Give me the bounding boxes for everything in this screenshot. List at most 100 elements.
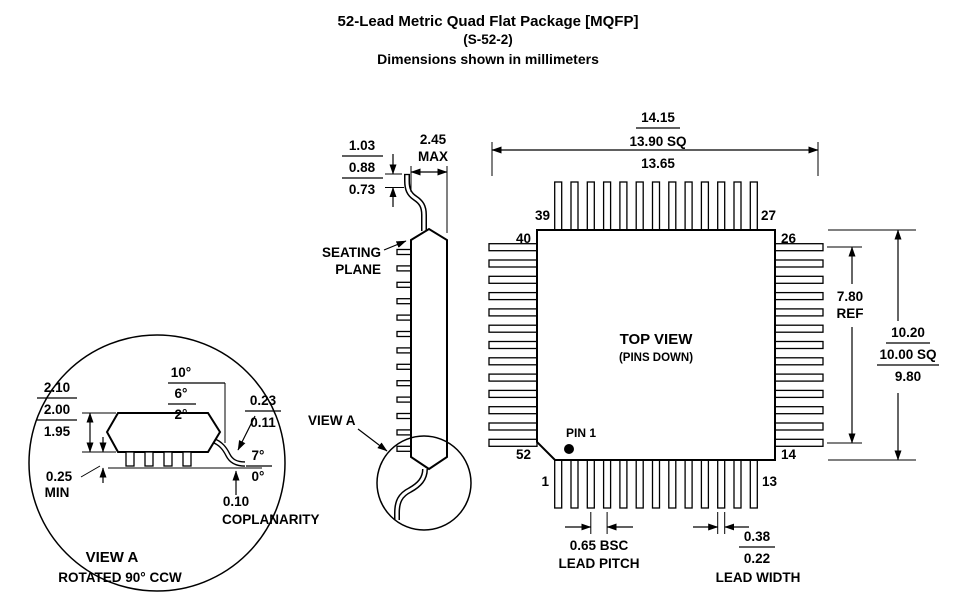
top-view-pins-right: [774, 243, 824, 447]
dim-coplanarity: 0.10 COPLANARITY: [222, 470, 320, 527]
pin1-label: PIN 1: [566, 426, 596, 440]
leader-line: [80, 465, 101, 478]
dim-thickness-label: MAX: [418, 149, 448, 164]
view-a-callout: VIEW A: [308, 413, 388, 452]
dim-pitch-label: LEAD PITCH: [559, 556, 640, 571]
dim-body-min: 9.80: [895, 369, 921, 384]
pin: [396, 412, 412, 420]
pin: [396, 380, 412, 387]
pin: [668, 181, 677, 231]
pin: [774, 389, 824, 399]
pin: [396, 396, 412, 403]
pin: [774, 373, 824, 382]
dim-lead-length-max: 1.03: [349, 138, 376, 153]
pin: [396, 330, 412, 338]
dim-pitch-value: 0.65 BSC: [570, 538, 629, 553]
top-view-pins-top: [554, 181, 758, 231]
dim-lead-thickness: 0.23 0.11: [237, 393, 281, 451]
dim-lead-length-nom: 0.88: [349, 160, 376, 175]
pin: [144, 451, 154, 467]
leader-line: [237, 415, 256, 451]
pin: [488, 308, 538, 317]
pin: [396, 298, 412, 305]
gull-wing-lead-detail-core: [211, 438, 246, 466]
dim-body-height: 2.10 2.00 1.95: [37, 380, 116, 453]
pin: [651, 459, 661, 509]
pin: [488, 438, 538, 447]
dim-body-span: 10.20 10.00 SQ 9.80: [828, 229, 939, 461]
pin: [602, 459, 612, 509]
pin: [396, 363, 412, 370]
pin-number-40: 40: [516, 231, 531, 246]
dim-body-nom: 10.00 SQ: [879, 347, 936, 362]
pin: [396, 314, 412, 321]
pin: [619, 459, 628, 509]
view-a-caption: VIEW A: [86, 549, 139, 566]
dim-foot-angle-max: 7°: [252, 448, 265, 463]
pin: [774, 438, 824, 447]
dim-angle-max: 10°: [171, 365, 191, 380]
pin: [488, 340, 538, 350]
dim-foot-angle-min: 0°: [252, 469, 265, 484]
detail-circle-view-a: [376, 435, 472, 531]
pin: [717, 459, 726, 509]
pin: [396, 429, 412, 436]
pin: [774, 259, 824, 268]
pin: [554, 181, 563, 231]
pin: [635, 181, 644, 231]
pin: [488, 406, 538, 415]
top-view-pins-left: [488, 243, 538, 447]
dim-standoff: 0.25 MIN: [45, 437, 107, 500]
pin: [774, 422, 824, 431]
view-a-pointer-label: VIEW A: [308, 413, 356, 428]
dim-lead-width: 0.38 0.22 LEAD WIDTH: [693, 512, 800, 585]
pin: [619, 181, 628, 231]
pin: [396, 248, 412, 256]
pin-number-14: 14: [781, 447, 797, 462]
pin: [774, 291, 824, 301]
pin: [733, 459, 742, 509]
dim-height-nom: 2.00: [44, 402, 70, 417]
dim-lead-span: 7.80 REF: [827, 246, 864, 444]
pin: [774, 340, 824, 350]
pin: [488, 259, 538, 268]
drawing-units-note: Dimensions shown in millimeters: [377, 51, 599, 67]
pin-number-27: 27: [761, 208, 776, 223]
pin-number-13: 13: [762, 474, 778, 489]
dim-ref-label: REF: [837, 306, 864, 321]
pin: [733, 181, 742, 231]
dim-width-label: LEAD WIDTH: [716, 570, 801, 585]
dim-outer-min: 13.65: [641, 156, 675, 171]
view-a-subcaption: ROTATED 90° CCW: [58, 570, 182, 585]
pin: [488, 275, 538, 284]
dim-thickness-value: 2.45: [420, 132, 447, 147]
dim-angle-min: 2°: [175, 407, 188, 422]
leader-line: [357, 428, 388, 452]
pin: [586, 181, 595, 231]
pin-number-52: 52: [516, 447, 531, 462]
package-body-detail-view: [105, 412, 222, 453]
dim-foot-angle: 7° 0°: [246, 448, 272, 484]
pin: [570, 459, 579, 509]
pin: [774, 406, 824, 415]
dim-outer-nom: 13.90 SQ: [629, 134, 686, 149]
dim-height-min: 1.95: [44, 424, 71, 439]
seating-plane-callout: SEATING PLANE: [322, 240, 407, 277]
dim-lead-thk-min: 0.11: [250, 415, 276, 430]
pin: [717, 181, 726, 231]
pin: [602, 181, 612, 231]
dim-outer-span: 14.15 13.90 SQ 13.65: [491, 110, 819, 176]
pin: [774, 275, 824, 284]
dim-lead-length-min: 0.73: [349, 182, 376, 197]
leader-line: [383, 240, 407, 251]
pin-number-39: 39: [535, 208, 550, 223]
pins-down-label: (PINS DOWN): [619, 352, 693, 364]
gull-wing-lead-top-core: [405, 175, 426, 231]
pin: [774, 324, 824, 333]
pin: [125, 451, 135, 467]
package-body-side-view: [410, 227, 448, 471]
pin: [396, 347, 412, 354]
pin: [684, 181, 693, 231]
dim-body-max: 10.20: [891, 325, 925, 340]
